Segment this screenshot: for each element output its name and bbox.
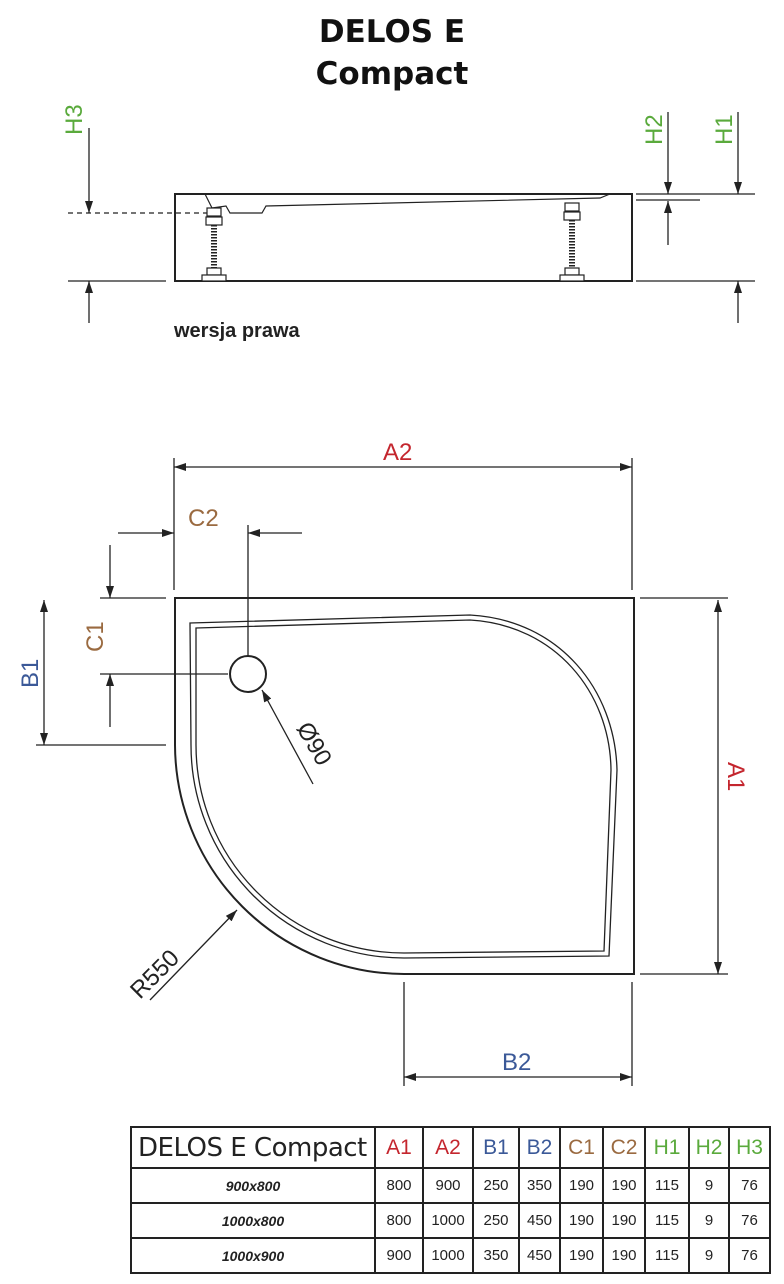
label-h1: H1 xyxy=(711,114,738,145)
table-header-b2: B2 xyxy=(518,1126,561,1169)
cell-b2: 450 xyxy=(518,1202,561,1239)
label-b2: B2 xyxy=(502,1049,531,1076)
cell-a1: 900 xyxy=(374,1237,424,1274)
dimensions-table: DELOS E Compact A1 A2 B1 B2 C1 C2 H1 H2 … xyxy=(130,1126,771,1274)
table-header-b1: B1 xyxy=(472,1126,520,1169)
table-header-row: DELOS E Compact A1 A2 B1 B2 C1 C2 H1 H2 … xyxy=(130,1126,771,1169)
cell-model: 1000x900 xyxy=(130,1237,376,1274)
cell-a1: 800 xyxy=(374,1202,424,1239)
table-header-h3: H3 xyxy=(728,1126,771,1169)
label-h3: H3 xyxy=(61,104,88,135)
cell-c2: 190 xyxy=(602,1167,646,1204)
cell-h1: 115 xyxy=(644,1167,690,1204)
table-header-a2: A2 xyxy=(422,1126,474,1169)
cell-c1: 190 xyxy=(559,1167,604,1204)
label-c1: C1 xyxy=(82,621,109,652)
title-line-2: Compact xyxy=(315,56,469,92)
table-header-h1: H1 xyxy=(644,1126,690,1169)
cell-model: 1000x800 xyxy=(130,1202,376,1239)
side-view-caption: wersja prawa xyxy=(173,320,301,342)
cell-c1: 190 xyxy=(559,1202,604,1239)
cell-model: 900x800 xyxy=(130,1167,376,1204)
cell-a2: 1000 xyxy=(422,1237,474,1274)
cell-h1: 115 xyxy=(644,1237,690,1274)
adjustable-leg-right xyxy=(559,202,585,282)
table-header-a1: A1 xyxy=(374,1126,424,1169)
label-a2: A2 xyxy=(383,439,412,466)
cell-h2: 9 xyxy=(688,1202,730,1239)
table-header-c1: C1 xyxy=(559,1126,604,1169)
label-c2: C2 xyxy=(188,505,219,532)
plan-view xyxy=(36,458,728,1086)
cell-b1: 350 xyxy=(472,1237,520,1274)
cell-b2: 450 xyxy=(518,1237,561,1274)
cell-b1: 250 xyxy=(472,1202,520,1239)
cell-h3: 76 xyxy=(728,1167,771,1204)
cell-c2: 190 xyxy=(602,1237,646,1274)
cell-h3: 76 xyxy=(728,1202,771,1239)
cell-h1: 115 xyxy=(644,1202,690,1239)
cell-h2: 9 xyxy=(688,1237,730,1274)
table-row: 900x800 800 900 250 350 190 190 115 9 76 xyxy=(130,1167,771,1204)
cell-b1: 250 xyxy=(472,1167,520,1204)
cell-c1: 190 xyxy=(559,1237,604,1274)
label-drain-diameter: Ø90 xyxy=(291,718,337,771)
cell-a2: 1000 xyxy=(422,1202,474,1239)
side-view xyxy=(68,112,755,323)
table-row: 1000x800 800 1000 250 450 190 190 115 9 … xyxy=(130,1202,771,1239)
cell-h2: 9 xyxy=(688,1167,730,1204)
table-header-c2: C2 xyxy=(602,1126,646,1169)
title-line-1: DELOS E xyxy=(318,14,466,50)
adjustable-leg-left xyxy=(201,207,227,282)
label-a1: A1 xyxy=(722,762,749,791)
cell-h3: 76 xyxy=(728,1237,771,1274)
label-h2: H2 xyxy=(641,114,668,145)
cell-b2: 350 xyxy=(518,1167,561,1204)
cell-a1: 800 xyxy=(374,1167,424,1204)
table-row: 1000x900 900 1000 350 450 190 190 115 9 … xyxy=(130,1237,771,1274)
table-header-model: DELOS E Compact xyxy=(130,1126,376,1169)
table-header-h2: H2 xyxy=(688,1126,730,1169)
cell-a2: 900 xyxy=(422,1167,474,1204)
cell-c2: 190 xyxy=(602,1202,646,1239)
label-b1: B1 xyxy=(17,659,44,688)
